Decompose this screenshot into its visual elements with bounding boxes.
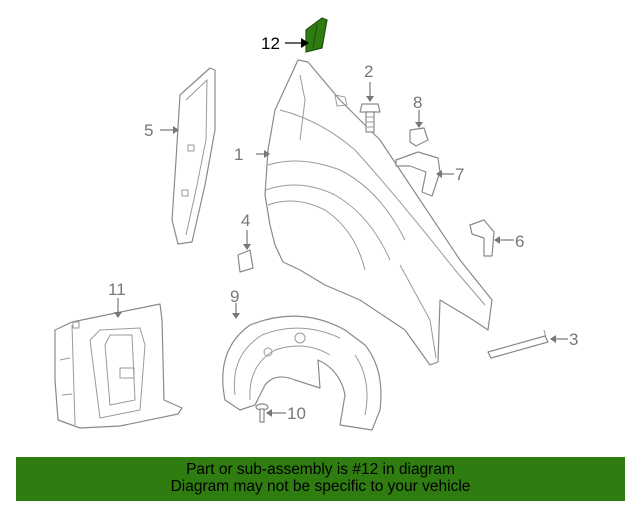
callout-5: 5 [144, 121, 153, 140]
callout-12: 12 [261, 34, 280, 53]
part-4-clip[interactable] [237, 249, 254, 273]
part-3-seal[interactable] [487, 329, 549, 359]
callout-11: 11 [108, 280, 126, 299]
callout-8: 8 [413, 93, 422, 112]
part-6-bracket[interactable] [469, 219, 495, 257]
part-9-liner[interactable] [222, 315, 382, 431]
callout-10: 10 [287, 404, 306, 423]
callout-1: 1 [234, 145, 243, 164]
part-12[interactable] [305, 17, 328, 53]
part-1-fender[interactable] [264, 59, 493, 366]
callout-7: 7 [455, 165, 464, 184]
callout-2: 2 [364, 62, 373, 81]
callout-6: 6 [515, 232, 524, 251]
part-8-clip[interactable] [409, 127, 429, 147]
info-banner: Part or sub-assembly is #12 in diagram D… [16, 457, 625, 501]
callout-4: 4 [241, 211, 250, 230]
banner-line-1: Part or sub-assembly is #12 in diagram [186, 461, 455, 478]
callout-9: 9 [230, 287, 239, 306]
callout-3: 3 [569, 330, 578, 349]
part-2-bolt[interactable] [359, 103, 381, 133]
part-11-shield[interactable] [54, 303, 183, 429]
banner-line-2: Diagram may not be specific to your vehi… [170, 478, 471, 495]
part-5-pillar[interactable] [171, 67, 216, 245]
parts-diagram: 12 1 2 8 7 5 [54, 17, 578, 431]
arrow-12 [301, 38, 309, 48]
part-7-bracket[interactable] [395, 151, 441, 197]
part-10-pin[interactable] [255, 403, 269, 423]
